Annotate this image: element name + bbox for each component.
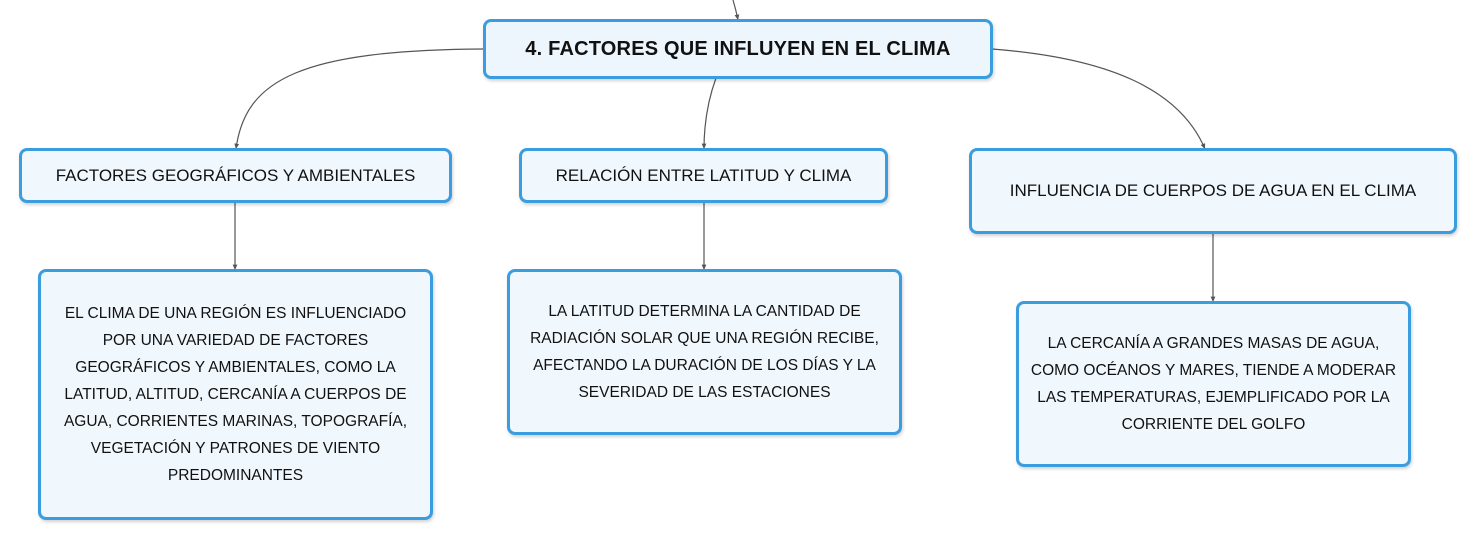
branch-label: RELACIÓN ENTRE LATITUD Y CLIMA: [555, 165, 852, 185]
detail-text: LA LATITUD DETERMINA LA CANTIDAD DE RADI…: [530, 303, 879, 401]
connector-incoming: [732, 0, 740, 21]
branch-node-water-bodies[interactable]: INFLUENCIA DE CUERPOS DE AGUA EN EL CLIM…: [969, 148, 1457, 234]
detail-text: EL CLIMA DE UNA REGIÓN ES INFLUENCIADO P…: [63, 305, 408, 484]
branch-label: INFLUENCIA DE CUERPOS DE AGUA EN EL CLIM…: [1009, 181, 1417, 200]
detail-text: LA CERCANÍA A GRANDES MASAS DE AGUA, COM…: [1030, 335, 1397, 433]
branch-node-geographic-factors[interactable]: FACTORES GEOGRÁFICOS Y AMBIENTALES: [19, 148, 452, 203]
detail-node-water-bodies[interactable]: LA CERCANÍA A GRANDES MASAS DE AGUA, COM…: [1016, 301, 1411, 467]
detail-node-geographic-factors[interactable]: EL CLIMA DE UNA REGIÓN ES INFLUENCIADO P…: [38, 269, 433, 520]
connector-root-to-branch-3: [991, 48, 1206, 150]
connector-root-to-branch-2: [701, 77, 717, 150]
root-topic-node[interactable]: 4. FACTORES QUE INFLUYEN EN EL CLIMA: [483, 19, 993, 79]
branch-node-latitude-climate[interactable]: RELACIÓN ENTRE LATITUD Y CLIMA: [519, 148, 888, 203]
branch-label: FACTORES GEOGRÁFICOS Y AMBIENTALES: [55, 165, 416, 185]
detail-node-latitude-climate[interactable]: LA LATITUD DETERMINA LA CANTIDAD DE RADI…: [507, 269, 902, 435]
connector-root-to-branch-1: [234, 48, 485, 150]
root-topic-label: 4. FACTORES QUE INFLUYEN EN EL CLIMA: [525, 37, 951, 60]
